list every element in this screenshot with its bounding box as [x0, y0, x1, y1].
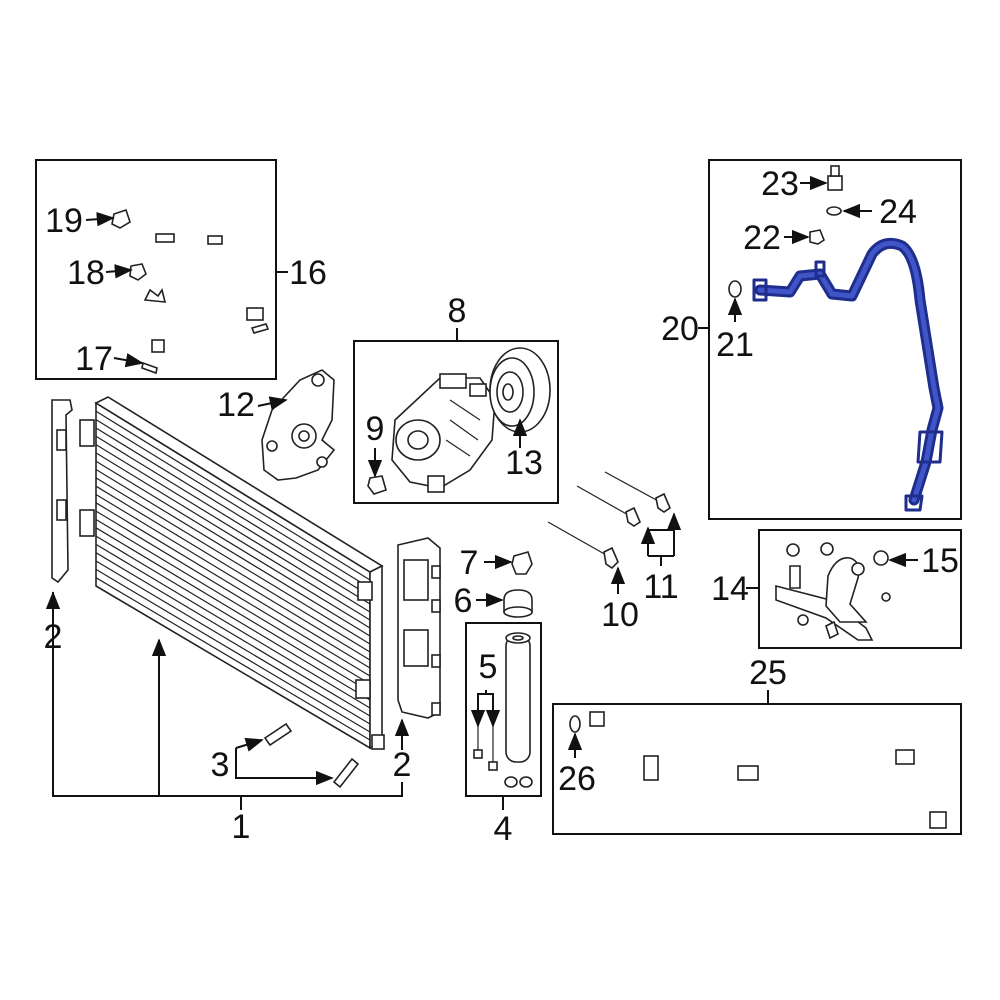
o-ring-15[interactable]	[873, 550, 889, 566]
box-line-25	[552, 703, 962, 835]
callout-22: 22	[743, 219, 781, 257]
drier-bolt-a[interactable]	[473, 722, 483, 759]
receiver-drier[interactable]	[505, 632, 531, 763]
callout-18: 18	[67, 254, 105, 292]
plug-9[interactable]	[367, 475, 387, 495]
o-ring-21[interactable]	[728, 280, 742, 298]
bolt-11a[interactable]	[576, 485, 641, 527]
callout-4: 4	[494, 810, 513, 848]
cap-19[interactable]	[111, 208, 131, 229]
drier-bolt-b[interactable]	[488, 722, 498, 771]
callout-9: 9	[366, 410, 385, 448]
hose-assembly-16[interactable]	[151, 166, 264, 353]
pin-lower[interactable]	[332, 757, 360, 789]
o-ring-17[interactable]	[141, 361, 158, 375]
callout-6: 6	[454, 582, 473, 620]
leader-lines	[45, 175, 918, 810]
compressor-bracket[interactable]	[261, 369, 336, 481]
expansion-valve-14[interactable]	[775, 542, 891, 641]
callout-13: 13	[505, 444, 543, 482]
callout-10: 10	[601, 596, 639, 634]
callout-21: 21	[716, 326, 754, 364]
clamp-6[interactable]	[503, 589, 533, 618]
o-ring-26[interactable]	[569, 715, 581, 733]
hose-assembly-20-highlighted[interactable]	[752, 237, 944, 512]
callout-14: 14	[711, 570, 749, 608]
callout-15: 15	[921, 542, 959, 580]
callout-2-right: 2	[393, 746, 412, 784]
callout-17: 17	[75, 340, 113, 378]
box-hose-assembly-20	[708, 159, 962, 520]
bolt-11b[interactable]	[604, 471, 671, 513]
callout-20: 20	[661, 310, 699, 348]
condenser[interactable]	[79, 396, 385, 750]
callout-24: 24	[879, 193, 917, 231]
callout-7: 7	[460, 544, 479, 582]
valve-core-18[interactable]	[129, 263, 147, 281]
clip-16[interactable]	[143, 288, 167, 303]
callout-3: 3	[211, 746, 230, 784]
callout-2-left: 2	[44, 618, 63, 656]
callout-1: 1	[232, 808, 251, 846]
o-ring-24[interactable]	[826, 206, 842, 216]
callout-8: 8	[448, 292, 467, 330]
box-hose-assembly-16	[35, 159, 277, 380]
callout-11: 11	[643, 568, 678, 606]
callout-5: 5	[479, 648, 498, 686]
callout-25: 25	[749, 654, 787, 692]
valve-core-22[interactable]	[809, 229, 825, 245]
pressure-switch-23[interactable]	[827, 165, 843, 191]
air-deflector-left[interactable]	[51, 399, 73, 584]
callout-23: 23	[761, 165, 799, 203]
air-deflector-right[interactable]	[397, 537, 441, 719]
o-ring-16b[interactable]	[250, 323, 270, 334]
callout-labels: 1 2 2 3 4 5 6 7 8 9 10 11 12 13 14 15 16…	[44, 165, 959, 848]
callout-12: 12	[217, 386, 255, 424]
bolt-10[interactable]	[547, 521, 619, 570]
ac-line-25[interactable]	[589, 711, 947, 829]
callout-16: 16	[289, 254, 327, 292]
callout-19: 19	[45, 202, 83, 240]
compressor[interactable]	[391, 373, 496, 493]
callout-26: 26	[558, 760, 596, 798]
compressor-pulley[interactable]	[489, 347, 551, 433]
pin-upper[interactable]	[263, 722, 293, 747]
drier-o-rings[interactable]	[504, 776, 533, 788]
bolt-7[interactable]	[511, 551, 533, 575]
